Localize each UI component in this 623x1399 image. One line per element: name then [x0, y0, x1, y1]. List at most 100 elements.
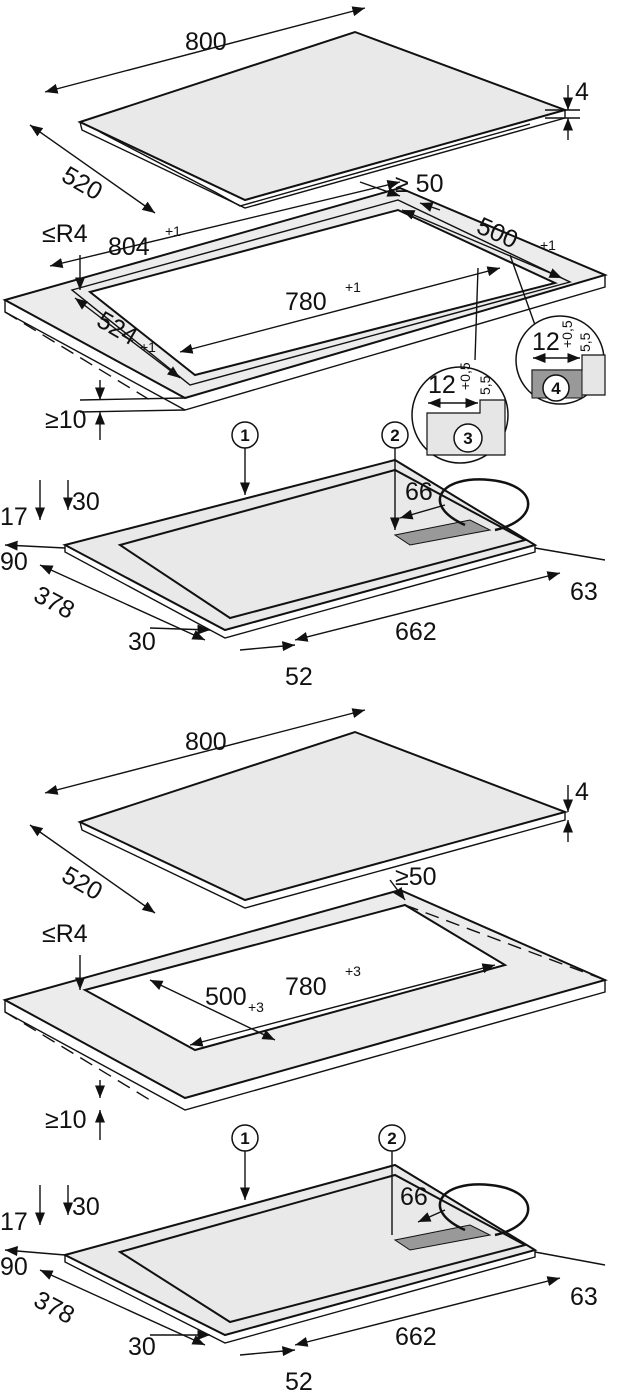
- dim-66-line: [399, 504, 446, 520]
- dim-line-depth: [29, 824, 156, 914]
- dash: [4, 1011, 151, 1101]
- detail-3: 3 12 +0,5 5,5: [411, 267, 509, 464]
- dash2: [404, 904, 606, 981]
- leader: [509, 254, 536, 326]
- dim-63: 63: [570, 1283, 598, 1311]
- dim-line-524: [74, 297, 181, 379]
- dim-30b: 30: [128, 1333, 156, 1361]
- dim-378: 378: [29, 1286, 79, 1330]
- connection-box: [393, 1224, 492, 1251]
- detail-4: 4 12 +0,5 5,5: [509, 254, 606, 405]
- dim-line-780: [189, 963, 496, 1047]
- dim-662-line: [294, 571, 561, 642]
- dim-66: 66: [400, 1183, 428, 1211]
- dim-thickness: 4: [575, 78, 589, 106]
- gap-arrow2: [419, 202, 441, 212]
- detail-width-tol: +0,5: [559, 320, 575, 348]
- dim-66-line: [417, 1209, 446, 1223]
- dim-30b-line: [149, 624, 211, 635]
- dim-worktop: ≥10: [45, 406, 87, 434]
- dim-378-line: [39, 564, 206, 641]
- variant-b-hob: 800 520 4: [29, 708, 589, 914]
- dim-30b: 30: [128, 628, 156, 656]
- hob-glass-top: [77, 730, 569, 902]
- dim-line-780: [179, 266, 501, 354]
- callout-2-label: 2: [387, 1129, 396, 1148]
- dim-worktop: ≥10: [45, 1106, 87, 1134]
- detail-width: 12: [532, 328, 560, 356]
- dim-780: 780: [285, 973, 327, 1001]
- detail-badge: [453, 423, 483, 453]
- tol-780: +1: [345, 279, 361, 295]
- dim-line-500: [401, 209, 563, 279]
- dim-width: 800: [185, 28, 227, 56]
- detail-number: 3: [463, 429, 472, 448]
- detail-depth: 5,5: [577, 332, 593, 352]
- dim-52-line: [239, 641, 296, 652]
- detail-width: 12: [428, 371, 456, 399]
- dim-width: 800: [185, 728, 227, 756]
- variant-b-underside: 1 2 17 30 90 378 30 52 662 63 66: [0, 1124, 606, 1396]
- dim-90-line: [4, 540, 66, 551]
- power-cable: [438, 1183, 530, 1237]
- variant-a-underside: 1 2 17 30 90 378 30 52 662 63 66: [0, 421, 606, 691]
- dim-500: 500: [205, 983, 247, 1011]
- wt-ext2: [79, 409, 186, 413]
- dim-gap: ≥ 50: [395, 170, 443, 198]
- dim-378-line: [39, 1269, 206, 1346]
- gap-arrow: [359, 181, 401, 197]
- callout-2-label: 2: [390, 426, 399, 445]
- tol-804: +1: [165, 223, 181, 239]
- tol-524: +1: [140, 339, 156, 355]
- edge: [64, 1250, 536, 1344]
- dim-662-line: [294, 1276, 561, 1347]
- dim-804: 804: [108, 233, 150, 261]
- dim-52-line: [239, 1346, 296, 1357]
- connection-box: [393, 519, 492, 546]
- dim-line-width: [44, 708, 366, 795]
- dim-30: 30: [72, 488, 100, 516]
- dim-90: 90: [0, 548, 28, 576]
- dim-gap: ≥50: [395, 863, 437, 891]
- dim-63-line: [534, 1251, 606, 1266]
- detail-width-tol: +0,5: [457, 362, 473, 390]
- dim-depth: 520: [57, 861, 107, 906]
- hob-glass-top: [77, 30, 569, 202]
- worktop-edge: [4, 980, 606, 1111]
- dim-radius: ≤R4: [42, 920, 88, 948]
- edge: [64, 545, 536, 639]
- dim-radius: ≤R4: [42, 220, 88, 248]
- dim-17: 17: [0, 503, 28, 531]
- dim-52: 52: [285, 663, 313, 691]
- power-cable: [438, 478, 530, 532]
- detail-depth: 5,5: [477, 375, 493, 395]
- dim-line-width: [44, 6, 366, 94]
- dash: [4, 311, 151, 401]
- dim-52: 52: [285, 1368, 313, 1396]
- variant-a-hob: 800 520 4: [29, 6, 589, 214]
- dim-66: 66: [405, 478, 433, 506]
- variant-b-cutout: ≥50 ≤R4 500 +3 780 +3 ≥10: [2, 863, 608, 1140]
- callout-1-label: 1: [240, 1129, 249, 1148]
- gap-arrow: [389, 879, 406, 901]
- dim-63-line: [534, 547, 606, 561]
- dim-90-line: [4, 1246, 66, 1257]
- detail-badge: [542, 374, 570, 402]
- dim-line-804: [49, 180, 401, 268]
- dim-17: 17: [0, 1208, 28, 1236]
- wt-ext: [79, 397, 186, 401]
- tol-500: +1: [540, 237, 556, 253]
- dim-378: 378: [29, 581, 79, 625]
- dim-63: 63: [570, 578, 598, 606]
- dim-780: 780: [285, 288, 327, 316]
- tol-500: +3: [248, 999, 264, 1015]
- variant-a-cutout: ≥ 50 804 +1 500 +1 ≤R4 780 +1 524 +1 ≥10: [2, 170, 608, 440]
- dim-662: 662: [395, 618, 437, 646]
- callout-1-label: 1: [240, 426, 249, 445]
- dim-thickness: 4: [575, 778, 589, 806]
- dim-90: 90: [0, 1253, 28, 1281]
- dim-30: 30: [72, 1193, 100, 1221]
- dim-depth: 520: [57, 161, 107, 206]
- leader: [474, 267, 479, 361]
